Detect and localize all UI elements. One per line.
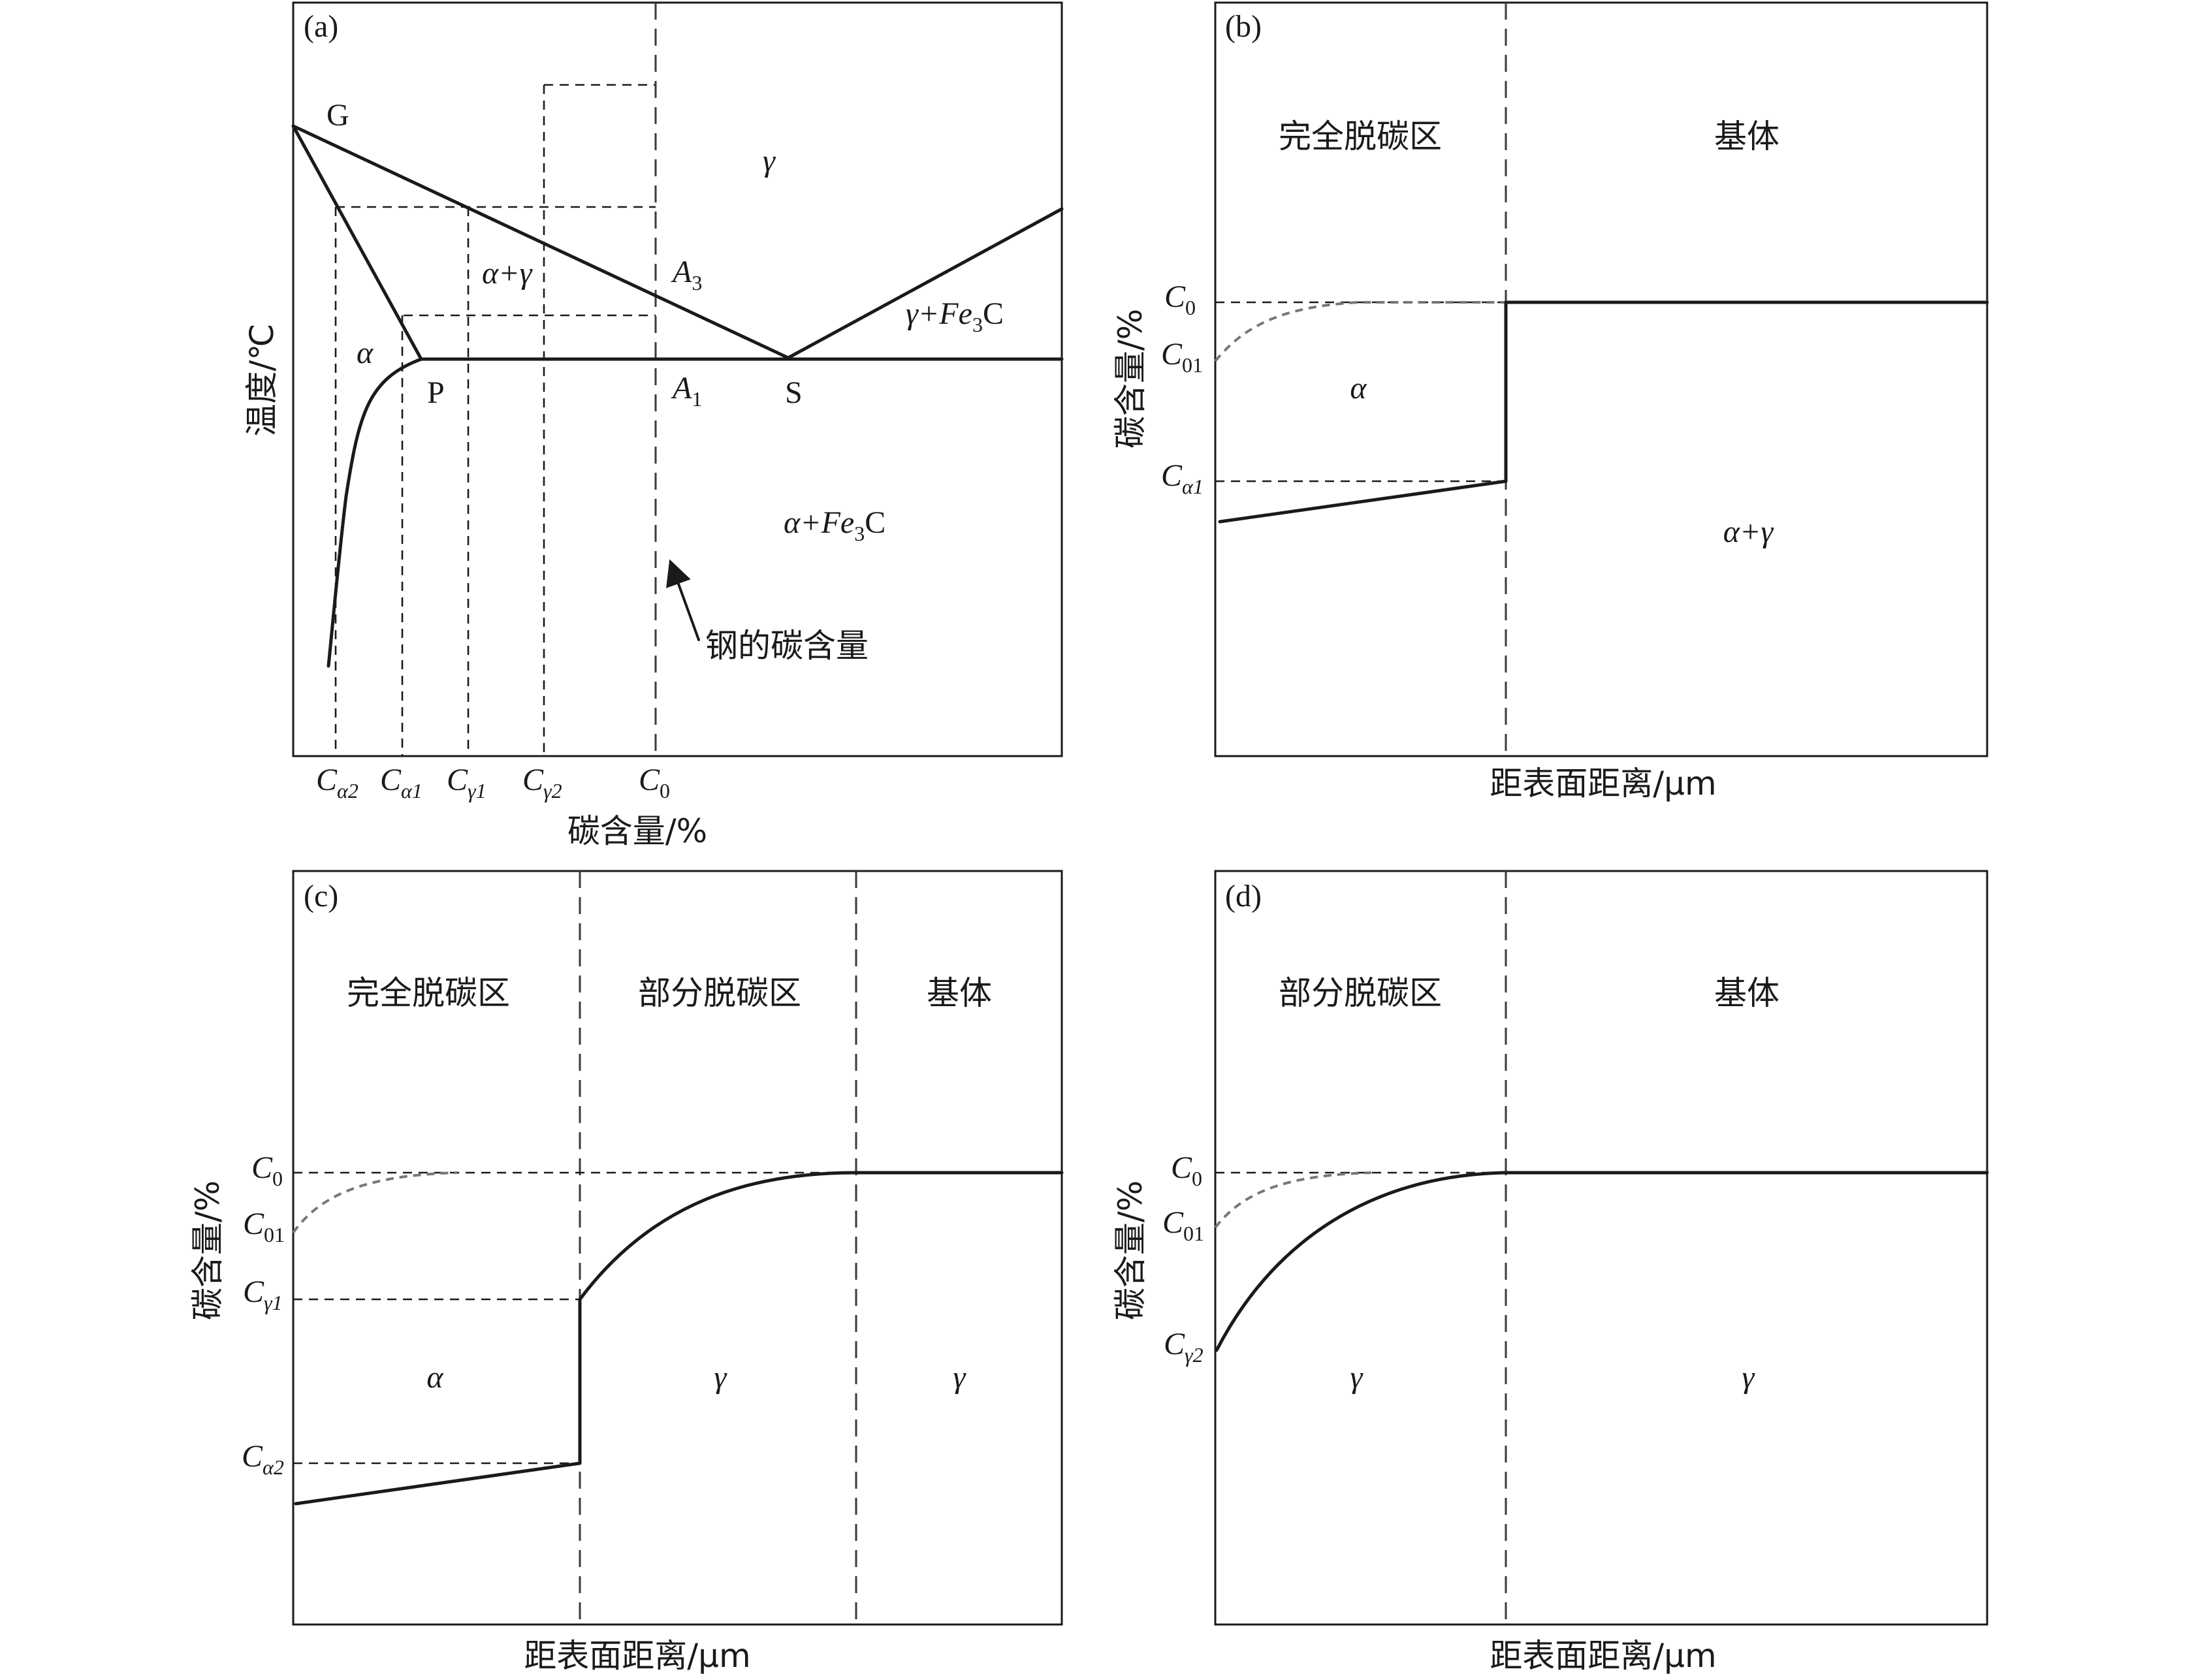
line-se <box>786 207 1064 360</box>
y-tick-label: Cγ2 <box>1164 1327 1204 1367</box>
alpha-gamma-region-label: α+γ <box>482 256 533 291</box>
annotation-arrow <box>666 559 700 641</box>
phase-label-right: γ <box>953 1360 966 1395</box>
a3-label: A3 <box>671 255 702 294</box>
alpha-fe3c-region-label: α+Fe3C <box>784 505 885 545</box>
x-tick-label: Cγ1 <box>447 763 486 802</box>
y-axis-label: 碳含量/% <box>1111 309 1149 449</box>
panel-d: (d) 部分脱碳区 基体 γ γ C0 C01 Cγ2 碳含量/% 距表面距离/… <box>1111 870 1989 1675</box>
panel-b: (b) 完全脱碳区 基体 α α+γ C0 C01 Cα1 碳含量/% 距表面距… <box>1111 1 1989 802</box>
panel-a: (a) G P S γ α+γ α γ+Fe3C α+Fe3C A3 A1 钢的… <box>243 1 1064 850</box>
carbon-profile <box>294 1171 1064 1506</box>
zone-label-left: 部分脱碳区 <box>1279 974 1442 1012</box>
alpha-region-label: α <box>357 336 374 370</box>
line-gs <box>291 124 790 360</box>
phase-label-left: α <box>426 1360 443 1395</box>
y-tick-label: Cα1 <box>1161 458 1204 498</box>
gamma-region-label: γ <box>763 144 776 178</box>
y-tick-label: C0 <box>1164 279 1196 319</box>
panel-d-frame <box>1214 870 1988 1626</box>
y-axis-label: 温度/℃ <box>243 324 281 437</box>
phase-label-right: α+γ <box>1723 515 1774 549</box>
y-tick-label: Cα2 <box>242 1439 284 1479</box>
zone-label-right: 基体 <box>927 974 992 1012</box>
x-axis-label: 距表面距离/μm <box>1490 765 1716 802</box>
panel-c-frame <box>292 870 1063 1626</box>
y-tick-label: C0 <box>251 1150 283 1190</box>
zone-label-right: 基体 <box>1714 118 1779 155</box>
panel-tag: (a) <box>304 9 338 44</box>
x-axis-label: 距表面距离/μm <box>1490 1637 1716 1675</box>
panel-b-frame <box>1214 1 1988 757</box>
zone-label-mid: 部分脱碳区 <box>638 974 801 1012</box>
panel-c: (c) 完全脱碳区 部分脱碳区 基体 α γ γ C0 C01 Cγ1 Cα2 … <box>189 870 1064 1675</box>
panel-a-frame <box>292 1 1063 757</box>
y-tick-label: C0 <box>1171 1150 1202 1190</box>
x-axis-label: 碳含量/% <box>567 812 707 850</box>
zone-label-left: 完全脱碳区 <box>1279 118 1442 155</box>
y-tick-label: C01 <box>243 1207 285 1246</box>
phase-label-left: α <box>1350 371 1367 405</box>
point-p: P <box>427 375 445 410</box>
y-axis-label: 碳含量/% <box>1111 1181 1149 1320</box>
x-tick-label: Cα1 <box>380 763 423 802</box>
panel-tag: (c) <box>304 879 338 913</box>
steel-carbon-annotation: 钢的碳含量 <box>705 627 869 665</box>
phase-label-right: γ <box>1742 1360 1755 1395</box>
y-axis-label: 碳含量/% <box>189 1181 227 1320</box>
point-s: S <box>785 375 803 410</box>
panel-tag: (d) <box>1225 879 1262 913</box>
zone-label-left: 完全脱碳区 <box>347 974 510 1012</box>
x-tick-label: Cα2 <box>316 763 359 802</box>
phase-label-mid: γ <box>714 1360 727 1395</box>
phase-label-left: γ <box>1350 1360 1364 1395</box>
y-tick-label: C01 <box>1161 337 1203 377</box>
line-pq-solvus <box>327 357 423 668</box>
x-tick-label: Cγ2 <box>522 763 562 802</box>
y-tick-label: Cγ1 <box>243 1275 283 1314</box>
equilibrium-curve <box>1214 301 1506 362</box>
gamma-fe3c-region-label: γ+Fe3C <box>906 296 1004 336</box>
panel-tag: (b) <box>1225 9 1262 44</box>
equilibrium-curve <box>1214 1171 1372 1229</box>
y-tick-label: C01 <box>1162 1205 1204 1245</box>
zone-label-right: 基体 <box>1714 974 1779 1012</box>
line-gp <box>291 124 423 361</box>
carbon-profile <box>1218 300 1989 524</box>
carbon-profile <box>1215 1171 1989 1352</box>
equilibrium-curve <box>292 1171 458 1234</box>
x-axis-label: 距表面距离/μm <box>524 1637 750 1675</box>
point-g: G <box>327 98 349 133</box>
a1-label: A1 <box>671 371 702 411</box>
x-tick-label: C0 <box>639 763 670 802</box>
